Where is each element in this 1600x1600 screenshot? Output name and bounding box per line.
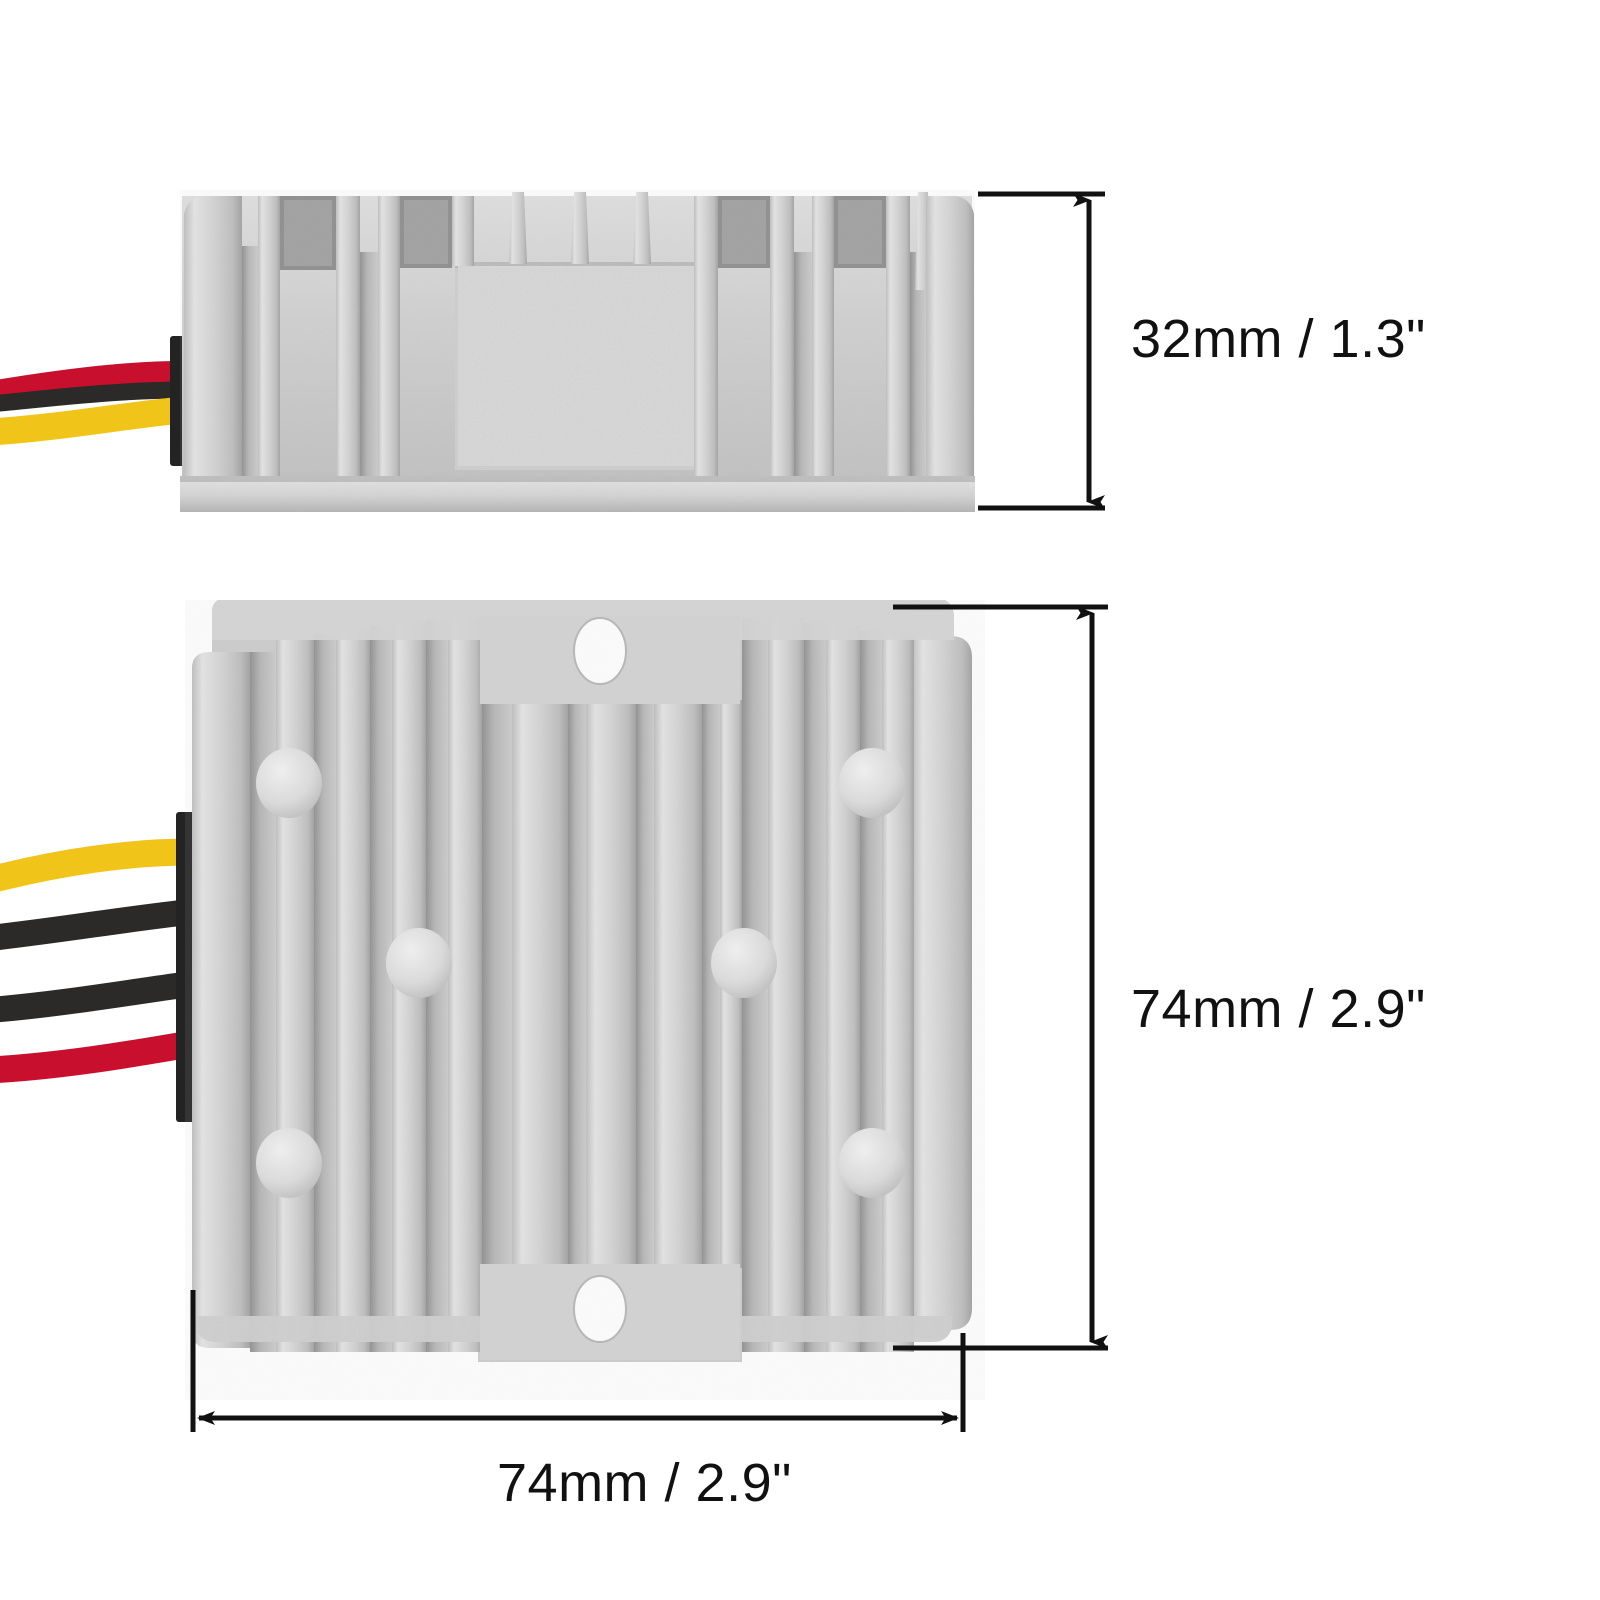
top-view-groove bbox=[702, 700, 720, 1268]
top-view-side-wall-left bbox=[192, 652, 250, 1348]
side-view-blade-fin bbox=[571, 192, 589, 264]
side-view-panel-face bbox=[458, 266, 709, 466]
side-view-groove bbox=[794, 252, 812, 492]
width-dimension bbox=[190, 1290, 966, 1432]
top-view-side-wall-right bbox=[912, 636, 972, 1330]
top-view-groove bbox=[482, 700, 512, 1268]
side-view-pocket-inner bbox=[838, 200, 882, 264]
side-view-fin bbox=[258, 196, 280, 492]
top-view-wire-bundle bbox=[0, 812, 204, 1122]
side-view-groove bbox=[242, 246, 258, 492]
wire-yellow bbox=[0, 838, 204, 892]
top-view-fin bbox=[512, 700, 568, 1268]
side-view-fin bbox=[812, 196, 834, 492]
top-view-fin bbox=[276, 640, 314, 1352]
top-view-fin bbox=[882, 634, 914, 1352]
top-view-groove bbox=[314, 634, 336, 1352]
top-view-fin bbox=[586, 700, 636, 1268]
side-view-blade-fin bbox=[509, 192, 527, 264]
wire-black-2 bbox=[0, 971, 203, 1023]
top-view-fin bbox=[654, 700, 702, 1268]
side-view-fin bbox=[184, 196, 242, 492]
side-view-fin bbox=[694, 196, 718, 492]
top-view-groove bbox=[568, 700, 586, 1268]
screw-dot bbox=[386, 928, 452, 998]
top-view-fin-array bbox=[250, 618, 914, 1352]
wire-black-1 bbox=[0, 899, 203, 950]
screw-dot bbox=[839, 748, 905, 818]
screw-dot bbox=[256, 748, 322, 818]
side-view-base-edge bbox=[180, 476, 975, 482]
side-view-pocket-inner bbox=[722, 200, 766, 264]
screw-dot bbox=[256, 1128, 322, 1198]
side-view-blade-fin bbox=[633, 192, 651, 264]
top-view-fin bbox=[768, 618, 804, 1352]
width-dimension-label: 74mm / 2.9" bbox=[497, 1453, 792, 1513]
side-view-fin bbox=[452, 196, 474, 266]
wire-red bbox=[0, 1030, 204, 1083]
side-view-pocket-inner bbox=[284, 200, 332, 266]
top-view-groove bbox=[636, 700, 654, 1268]
side-view-pocket-inner bbox=[404, 200, 448, 264]
side-view-fin bbox=[378, 196, 400, 492]
top-view-fin bbox=[448, 618, 482, 1352]
wire-black bbox=[0, 381, 191, 412]
top-view-groove bbox=[804, 622, 826, 1352]
side-profile-view bbox=[0, 190, 975, 512]
height-dimension-label: 32mm / 1.3" bbox=[1131, 309, 1426, 369]
side-view-fin bbox=[336, 196, 360, 492]
top-view-fin bbox=[826, 626, 860, 1352]
side-view-wire-bundle bbox=[0, 336, 196, 466]
side-view-fin bbox=[770, 196, 794, 492]
side-view-groove bbox=[360, 252, 378, 492]
wire-red bbox=[0, 361, 193, 402]
side-view-fin bbox=[926, 196, 974, 492]
height-dimension bbox=[978, 191, 1105, 511]
screw-dot bbox=[711, 928, 777, 998]
top-view-fin bbox=[336, 630, 370, 1352]
depth-dimension-label: 74mm / 2.9" bbox=[1131, 979, 1426, 1039]
top-face-view bbox=[0, 600, 985, 1400]
depth-dimension bbox=[893, 604, 1108, 1351]
top-view-groove bbox=[860, 630, 882, 1352]
top-view-groove bbox=[370, 626, 392, 1352]
side-view-fin bbox=[886, 196, 910, 492]
screw-dot bbox=[839, 1128, 905, 1198]
wire-yellow bbox=[0, 396, 196, 445]
